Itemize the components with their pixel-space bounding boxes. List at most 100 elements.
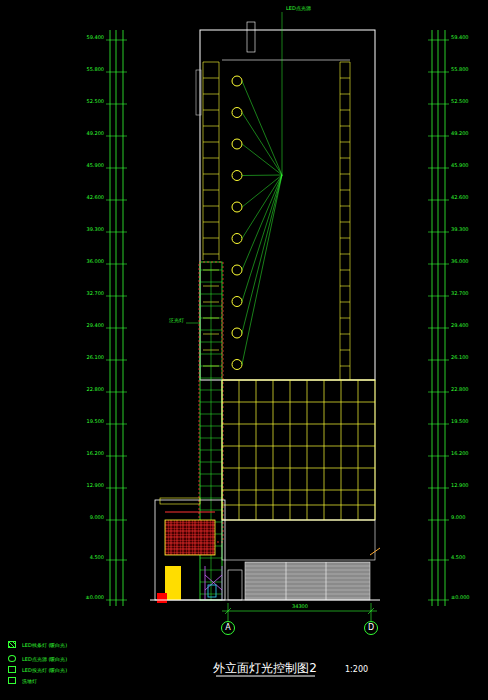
level-text: 9.000	[451, 515, 465, 520]
drawn-stroke	[203, 94, 219, 95]
drawn-stroke	[222, 490, 375, 491]
drawn-stroke	[340, 334, 350, 335]
drawn-stroke	[428, 360, 449, 361]
legend-sample	[8, 641, 16, 648]
level-text: 32.700	[87, 291, 105, 296]
level-text: 42.600	[87, 195, 105, 200]
level-text: 16.200	[451, 451, 469, 456]
level-text: 12.900	[451, 483, 469, 488]
axis-label: D	[368, 624, 374, 632]
drawn-stroke	[428, 136, 449, 137]
drawn-stroke	[428, 40, 449, 41]
drawn-stroke	[203, 174, 219, 175]
drawn-stroke	[428, 456, 449, 457]
drawn-stroke	[106, 72, 127, 73]
level-text: 36.000	[451, 259, 469, 264]
drawn-stroke	[106, 456, 127, 457]
axis-bubble: A	[221, 621, 235, 635]
drawn-stroke	[106, 392, 127, 393]
drawn-stroke	[340, 270, 350, 271]
drawn-stroke	[428, 200, 449, 201]
legend-text: LED线条灯 (暖白光)	[22, 643, 67, 648]
light-symbol	[232, 202, 242, 212]
level-text: 55.800	[451, 67, 469, 72]
drawn-stroke	[307, 380, 308, 520]
level-text: 59.400	[451, 35, 469, 40]
drawn-stroke	[340, 62, 341, 380]
drawn-stroke	[203, 190, 219, 191]
drawn-stroke	[428, 296, 449, 297]
drawn-stroke	[222, 468, 375, 469]
drawn-stroke	[242, 144, 282, 175]
level-text: 32.700	[451, 291, 469, 296]
light-symbol	[232, 234, 242, 244]
drawn-stroke	[428, 264, 449, 265]
drawn-stroke	[222, 424, 375, 425]
legend-sample	[8, 677, 16, 684]
drawn-stroke	[106, 560, 127, 561]
drawn-stroke	[340, 78, 350, 79]
light-symbol	[232, 76, 242, 86]
drawn-stroke	[203, 142, 219, 143]
drawn-stroke	[203, 62, 219, 63]
level-text: 42.600	[451, 195, 469, 200]
level-text: 45.900	[451, 163, 469, 168]
level-text: 52.500	[451, 99, 469, 104]
drawn-stroke	[106, 360, 127, 361]
level-text: 26.100	[87, 355, 105, 360]
level-text: 39.300	[451, 227, 469, 232]
light-symbol	[232, 171, 242, 181]
drawn-stroke	[203, 254, 219, 255]
drawn-stroke	[242, 175, 282, 177]
drawn-stroke	[358, 380, 359, 520]
legend-text: LED投光灯 (暖白光)	[22, 668, 67, 673]
drawn-stroke	[106, 104, 127, 105]
level-text: 49.200	[87, 131, 105, 136]
drawn-stroke	[428, 520, 449, 521]
level-text: 9.000	[90, 515, 104, 520]
drawn-stroke	[106, 232, 127, 233]
drawn-stroke	[106, 600, 127, 601]
drawn-stroke	[106, 488, 127, 489]
drawn-stroke	[340, 142, 350, 143]
drawn-stroke	[106, 200, 127, 201]
level-text: 22.800	[451, 387, 469, 392]
drawn-stroke	[340, 254, 350, 255]
drawn-stroke	[203, 78, 219, 79]
drawn-stroke	[203, 206, 219, 207]
drawn-stroke	[106, 136, 127, 137]
level-text: 52.500	[87, 99, 105, 104]
drawn-stroke	[106, 264, 127, 265]
drawn-stroke	[350, 62, 351, 380]
drawn-stroke	[340, 94, 350, 95]
drawn-stroke	[239, 380, 240, 520]
drawn-stroke	[340, 318, 350, 319]
drawn-stroke	[340, 350, 350, 351]
drawn-stroke	[340, 206, 350, 207]
level-text: 4.500	[90, 555, 104, 560]
level-text: 29.400	[451, 323, 469, 328]
level-text: 19.500	[87, 419, 105, 424]
level-text: 26.100	[451, 355, 469, 360]
light-symbol	[232, 328, 242, 338]
drawn-stroke	[242, 113, 282, 176]
drawn-stroke	[340, 62, 350, 63]
drawn-stroke	[340, 222, 350, 223]
drawn-stroke	[340, 366, 350, 367]
drawn-stroke	[242, 175, 282, 207]
level-text: 49.200	[451, 131, 469, 136]
drawn-stroke	[375, 380, 376, 520]
drawn-stroke	[340, 190, 350, 191]
drawn-stroke	[106, 424, 127, 425]
legend-text: LED点光源 (暖白光)	[22, 657, 67, 662]
drawn-stroke	[222, 380, 223, 520]
level-text: 55.800	[87, 67, 105, 72]
drawn-stroke	[242, 175, 282, 333]
drawn-stroke	[428, 488, 449, 489]
level-text: 45.900	[87, 163, 105, 168]
drawn-stroke	[222, 402, 375, 403]
drawn-stroke	[428, 168, 449, 169]
drawn-stroke	[428, 72, 449, 73]
drawn-stroke	[203, 126, 219, 127]
drawn-stroke	[428, 392, 449, 393]
